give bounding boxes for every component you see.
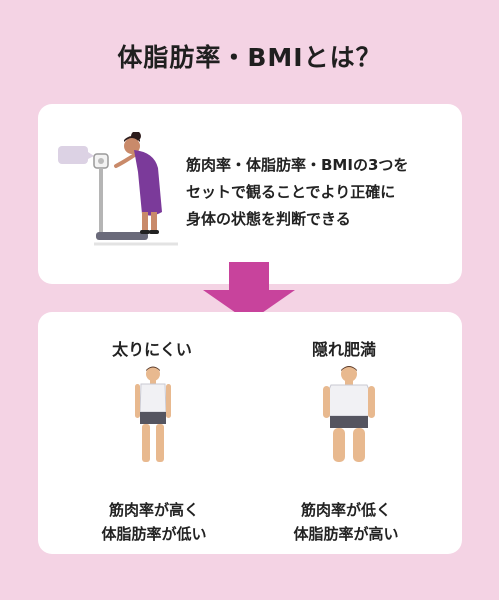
heading-hidden-obesity: 隠れ肥満 — [311, 340, 376, 359]
description-line-1: 筋肉率・体脂肪率・BMIの3つを — [186, 156, 409, 174]
caption-hidden-obesity: 筋肉率が低く 体脂肪率が高い — [256, 498, 436, 546]
caption-right-line-2: 体脂肪率が高い — [293, 525, 399, 543]
caption-left-line-2: 体脂肪率が低い — [101, 525, 207, 543]
thin-person-illustration — [135, 366, 171, 462]
info-card: 筋肉率・体脂肪率・BMIの3つを セットで観ることでより正確に 身体の状態を判断… — [38, 104, 462, 284]
hidden-obesity-person-illustration — [323, 366, 375, 462]
scale-woman-illustration — [58, 132, 178, 246]
caption-left-line-1: 筋肉率が高く — [108, 501, 199, 519]
description-text: 筋肉率・体脂肪率・BMIの3つを セットで観ることでより正確に 身体の状態を判断… — [186, 152, 456, 233]
heading-hard-to-gain-weight: 太りにくい — [112, 340, 192, 359]
comparison-card: 太りにくい 隠れ肥満 筋肉率が高く 体脂肪率が低い 筋肉率が低く 体脂肪率が高い — [38, 312, 462, 554]
down-arrow-icon — [203, 262, 295, 322]
caption-hard-to-gain-weight: 筋肉率が高く 体脂肪率が低い — [64, 498, 244, 546]
caption-right-line-1: 筋肉率が低く — [300, 501, 391, 519]
description-line-3: 身体の状態を判断できる — [186, 210, 351, 228]
description-line-2: セットで観ることでより正確に — [186, 183, 396, 201]
page-title: 体脂肪率・BMIとは？ — [117, 43, 382, 72]
